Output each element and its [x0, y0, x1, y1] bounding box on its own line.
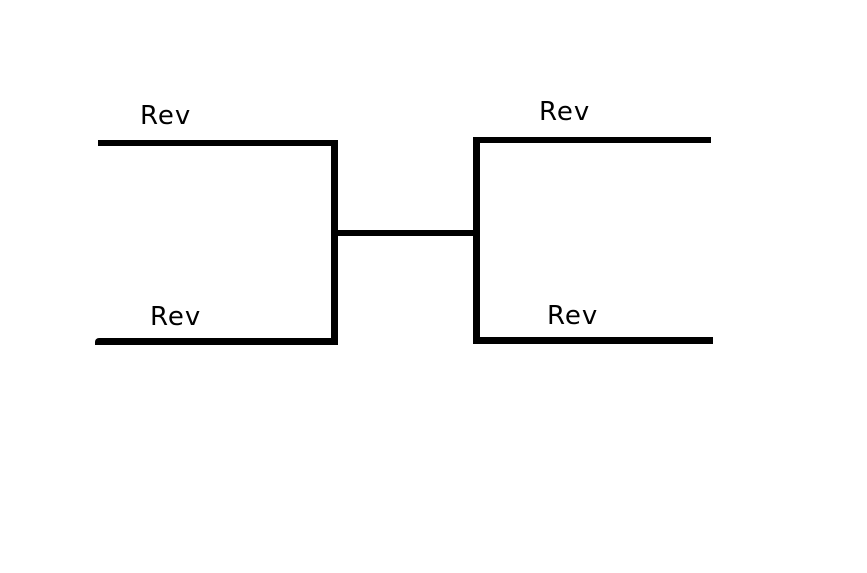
right-bottom-label: Rev [547, 301, 599, 331]
right-top-line [473, 137, 711, 143]
left-bottom-label: Rev [150, 302, 202, 332]
right-bottom-line [473, 337, 713, 344]
left-bottom-line [95, 338, 338, 345]
left-top-line [98, 140, 338, 146]
center-connector-line [331, 230, 479, 236]
right-bracket-vertical-line [473, 137, 480, 344]
left-top-label: Rev [140, 101, 192, 131]
left-bracket-vertical-line [331, 140, 338, 345]
right-top-label: Rev [539, 97, 591, 127]
